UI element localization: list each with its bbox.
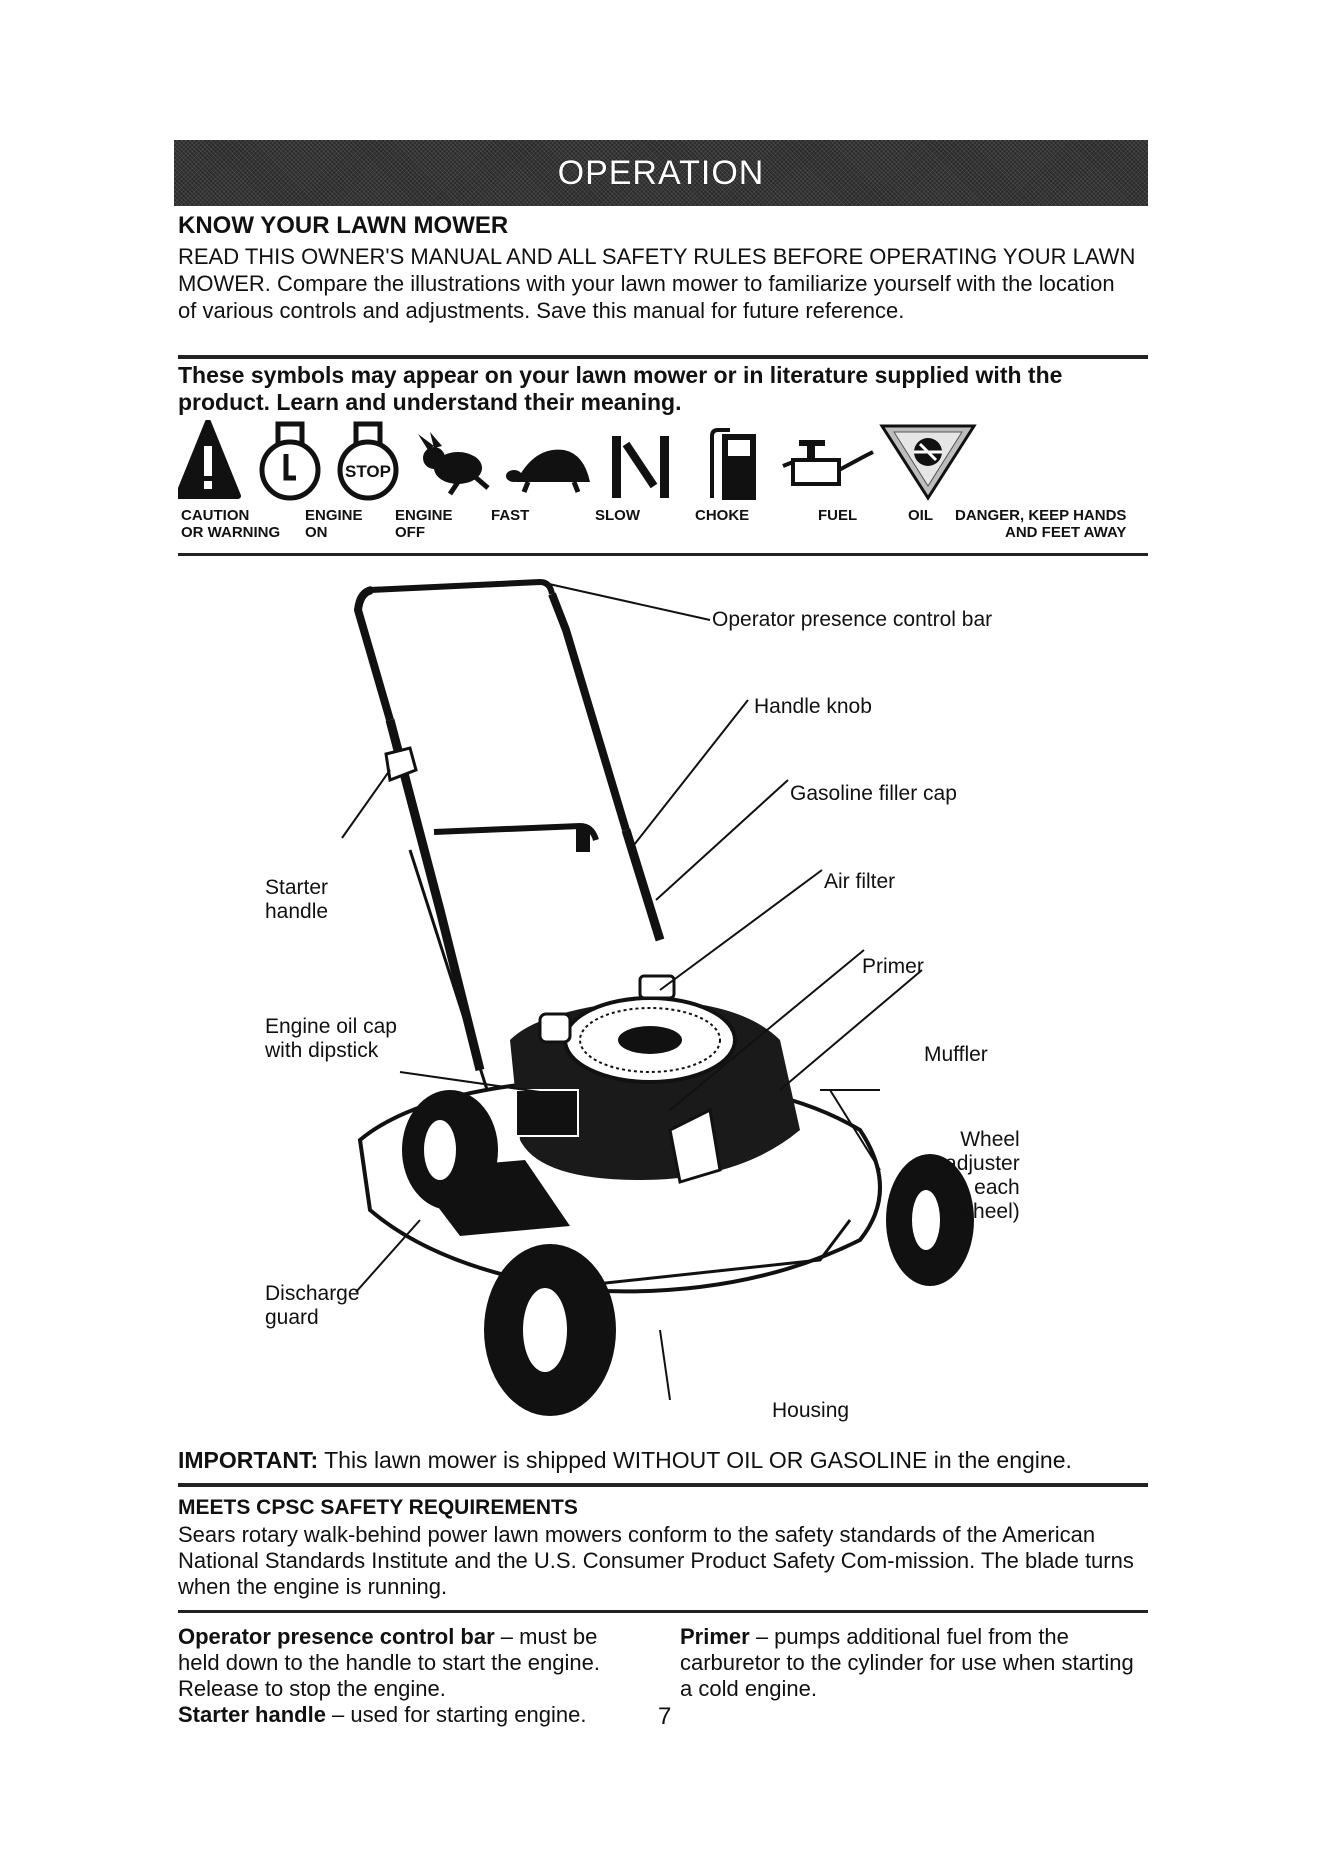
lawn-mower-illustration [341,579,974,1416]
page-heading: KNOW YOUR LAWN MOWER [178,212,509,239]
engine-off-icon: STOP [337,421,399,501]
callout-air-filter: Air filter [824,870,896,893]
hand-danger-icon [879,424,977,501]
section-title: OPERATION [557,153,765,192]
callout-operator-bar: Operator presence control bar [712,608,993,631]
choke-icon [612,436,669,498]
divider [178,1610,1148,1613]
important-label: IMPORTANT: [178,1447,319,1473]
oil-can-icon [782,440,874,486]
fuel-pump-icon [710,428,756,500]
divider [178,355,1148,359]
callout-oil-cap: Engine oil cap with dipstick [265,1015,397,1062]
page-number: 7 [658,1703,672,1730]
callout-gas-cap: Gasoline filler cap [790,782,957,805]
callout-discharge-guard: Discharge guard [265,1282,360,1329]
important-note: IMPORTANT: This lawn mower is shipped WI… [178,1447,1072,1474]
intro-paragraph: READ THIS OWNER'S MANUAL AND ALL SAFETY … [178,244,1136,323]
divider [178,553,1148,556]
symbol-label: ENGINE OFF [395,507,453,541]
callout-muffler: Muffler [924,1043,988,1066]
desc-operator-bar: – must be held down to the handle to sta… [178,1624,600,1701]
term-operator-bar: Operator presence control bar [178,1624,495,1649]
symbols-heading: These symbols may appear on your lawn mo… [178,362,1063,415]
symbol-label: SLOW [595,507,640,524]
important-text: This lawn mower is shipped WITHOUT OIL O… [318,1447,1072,1473]
callout-housing: Housing [772,1399,850,1422]
callout-wheel-adjuster: Wheel adjuster (on each wheel) [938,1128,1020,1223]
desc-primer: – pumps additional fuel from the carbure… [680,1624,1134,1701]
turtle-icon [506,449,590,493]
symbols-row: STOP [178,420,977,501]
symbol-label: FAST [491,507,530,524]
callout-handle-knob: Handle knob [754,695,872,718]
symbol-label: OIL [908,507,933,524]
desc-starter-handle: – used for starting engine. [325,1702,587,1727]
symbol-label: CAUTION OR WARNING [181,507,281,541]
divider [178,1483,1148,1487]
symbol-label: CHOKE [695,507,750,524]
engine-on-icon [259,421,321,501]
rabbit-icon [418,432,490,496]
description-right: Primer – pumps additional fuel from the … [680,1624,1140,1702]
symbol-label: ENGINE ON [305,507,363,541]
callout-primer: Primer [862,955,924,978]
cpsc-paragraph: Sears rotary walk-behind power lawn mowe… [178,1522,1134,1599]
cpsc-heading: MEETS CPSC SAFETY REQUIREMENTS [178,1496,578,1519]
term-starter-handle: Starter handle [178,1702,326,1727]
symbol-label: DANGER, KEEP HANDS AND FEET AWAY [955,507,1127,541]
symbol-label: FUEL [818,507,858,524]
term-primer: Primer [680,1624,750,1649]
description-left: Operator presence control bar – must be … [178,1624,638,1728]
stop-text: STOP [345,462,391,481]
callout-starter-handle: Starter handle [265,876,329,923]
caution-icon [178,420,241,499]
section-banner: OPERATION [174,140,1148,206]
